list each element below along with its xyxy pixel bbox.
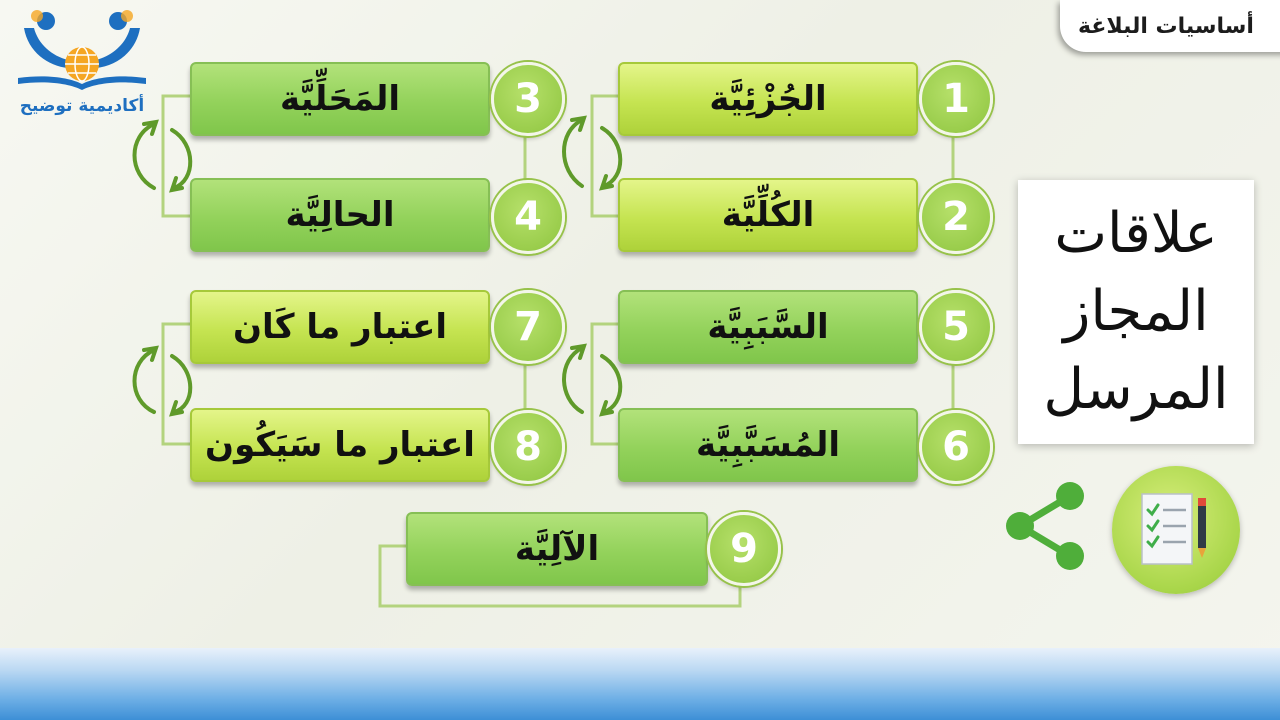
- relation-label-8: اعتبار ما سَيَكُون: [205, 425, 475, 465]
- share-icon[interactable]: [1000, 480, 1090, 572]
- relation-box-8[interactable]: اعتبار ما سَيَكُون: [190, 408, 490, 482]
- relation-number-3: 3: [491, 62, 565, 136]
- relation-label-1: الجُزْئِيَّة: [709, 79, 827, 119]
- relation-number-5: 5: [919, 290, 993, 364]
- relation-box-1[interactable]: الجُزْئِيَّة: [618, 62, 918, 136]
- heading-card: علاقات المجاز المرسل: [1018, 180, 1254, 444]
- heading-line-3: المرسل: [1043, 357, 1229, 422]
- relation-box-2[interactable]: الكُلِّيَّة: [618, 178, 918, 252]
- logo-text: أكاديمية توضيح: [19, 96, 145, 116]
- relation-number-9: 9: [707, 512, 781, 586]
- relation-label-5: السَّبَبِيَّة: [707, 307, 829, 347]
- relation-number-6: 6: [919, 410, 993, 484]
- relation-box-4[interactable]: الحالِيَّة: [190, 178, 490, 252]
- notes-button[interactable]: [1112, 466, 1240, 594]
- relation-label-2: الكُلِّيَّة: [721, 195, 815, 235]
- course-title-tab: أساسيات البلاغة: [1060, 0, 1280, 52]
- checklist-pen-icon: [1141, 493, 1206, 565]
- relation-number-1: 1: [919, 62, 993, 136]
- relation-box-5[interactable]: السَّبَبِيَّة: [618, 290, 918, 364]
- relation-label-6: المُسَبَّبِيَّة: [695, 425, 841, 465]
- relation-number-4: 4: [491, 180, 565, 254]
- relation-label-7: اعتبار ما كَان: [232, 307, 448, 347]
- relation-box-7[interactable]: اعتبار ما كَان: [190, 290, 490, 364]
- heading-line-2: المجاز: [1063, 279, 1209, 344]
- academy-logo-icon: [18, 10, 146, 90]
- relation-box-6[interactable]: المُسَبَّبِيَّة: [618, 408, 918, 482]
- bottom-gradient-band: [0, 648, 1280, 720]
- relation-number-8: 8: [491, 410, 565, 484]
- relation-number-2: 2: [919, 180, 993, 254]
- relation-box-9[interactable]: الآلِيَّة: [406, 512, 708, 586]
- heading-line-1: علاقات: [1054, 201, 1218, 266]
- relation-label-3: المَحَلِّيَّة: [279, 79, 401, 119]
- relation-label-4: الحالِيَّة: [285, 195, 395, 235]
- cycle-arrows-icon: [132, 115, 623, 417]
- relation-box-3[interactable]: المَحَلِّيَّة: [190, 62, 490, 136]
- relation-label-9: الآلِيَّة: [514, 529, 600, 569]
- relation-number-7: 7: [491, 290, 565, 364]
